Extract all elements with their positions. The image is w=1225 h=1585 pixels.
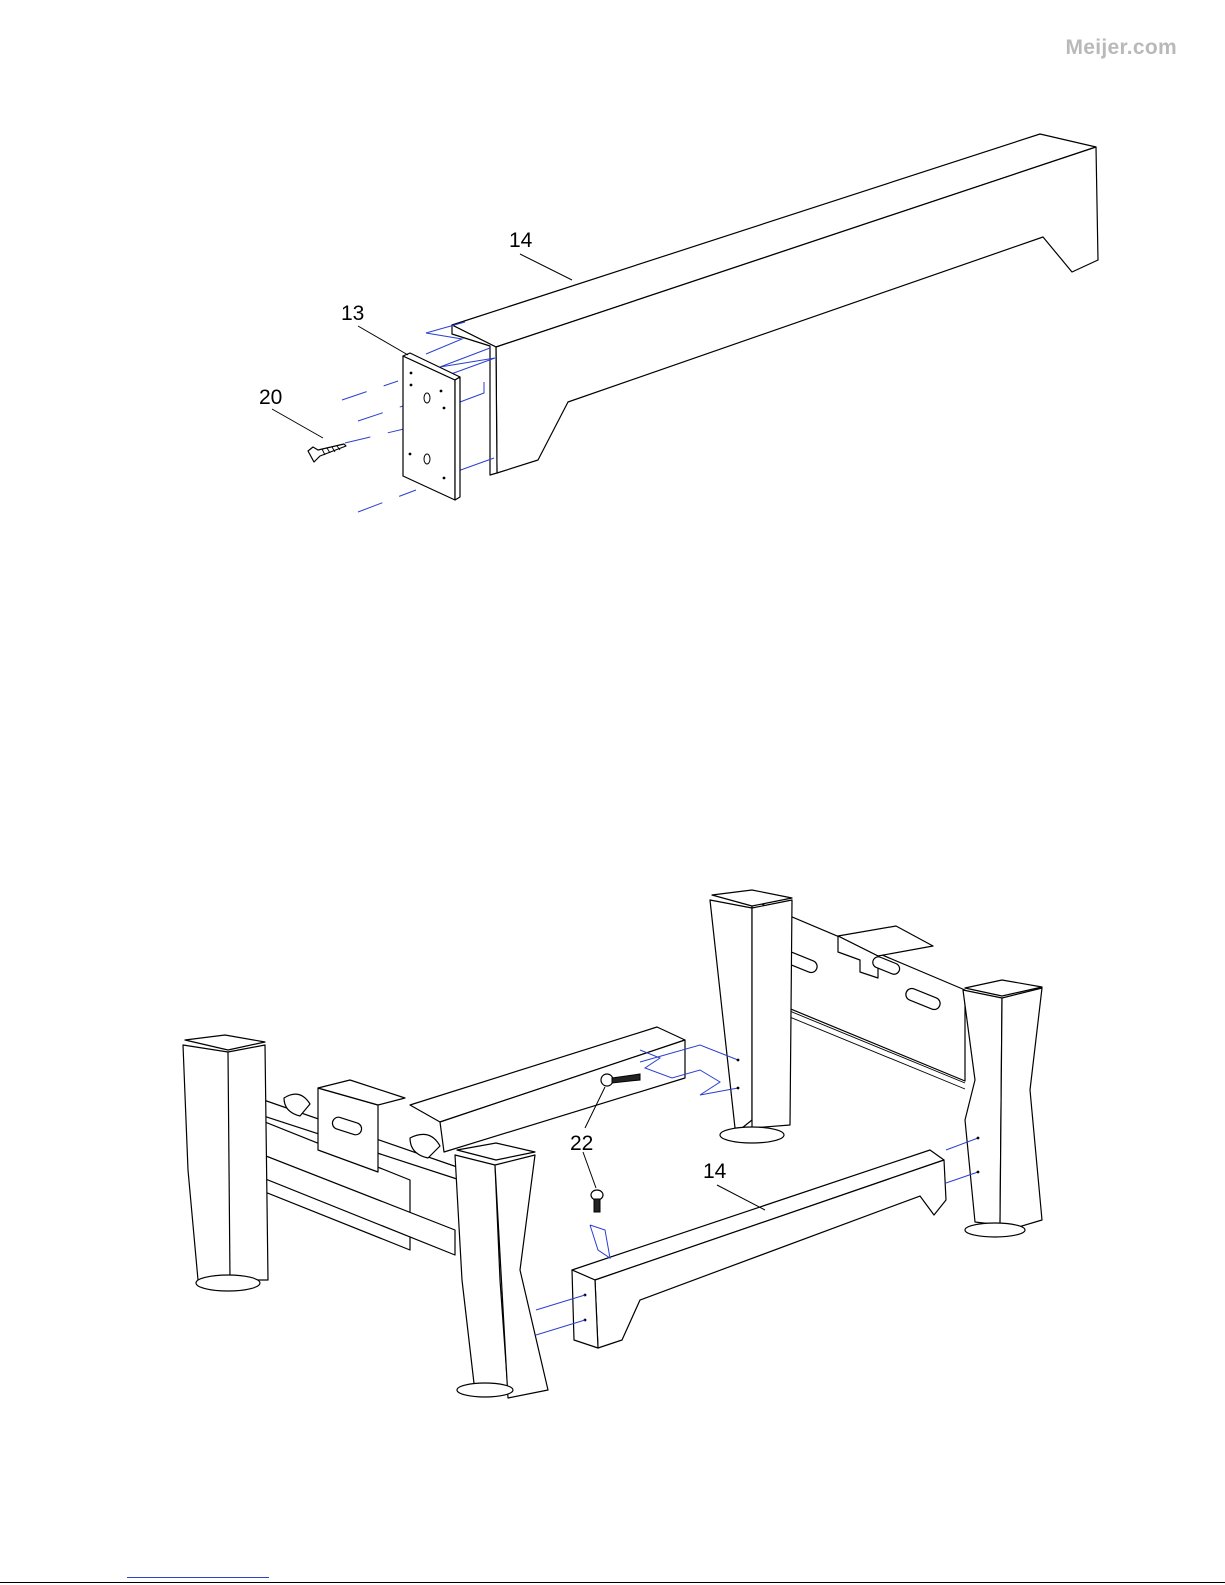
bolt-head-upper <box>601 1074 613 1086</box>
callout-part-14-front: 14 <box>703 1160 727 1183</box>
footer-rule <box>0 1582 1225 1583</box>
front-back-leg-front <box>183 1045 232 1280</box>
rear-left-foot <box>720 1127 784 1143</box>
rear-right-leg-front <box>963 990 1002 1225</box>
footer-link-underline[interactable] <box>127 1577 269 1578</box>
front-rail-top <box>572 1150 944 1280</box>
front-back-leg-side <box>228 1045 268 1280</box>
rear-left-leg-side <box>752 900 792 1128</box>
rear-left-leg-front <box>710 900 752 1128</box>
rear-right-foot <box>965 1223 1025 1237</box>
bolt-22-lower <box>591 1190 603 1212</box>
front-rail-end <box>572 1270 598 1348</box>
callout-part-22: 22 <box>570 1132 593 1155</box>
front-front-foot <box>457 1383 513 1397</box>
rail-14-front <box>572 1150 946 1348</box>
side-rail <box>410 1027 685 1152</box>
front-back-foot <box>196 1275 260 1291</box>
rear-right-leg-side <box>1000 988 1042 1228</box>
